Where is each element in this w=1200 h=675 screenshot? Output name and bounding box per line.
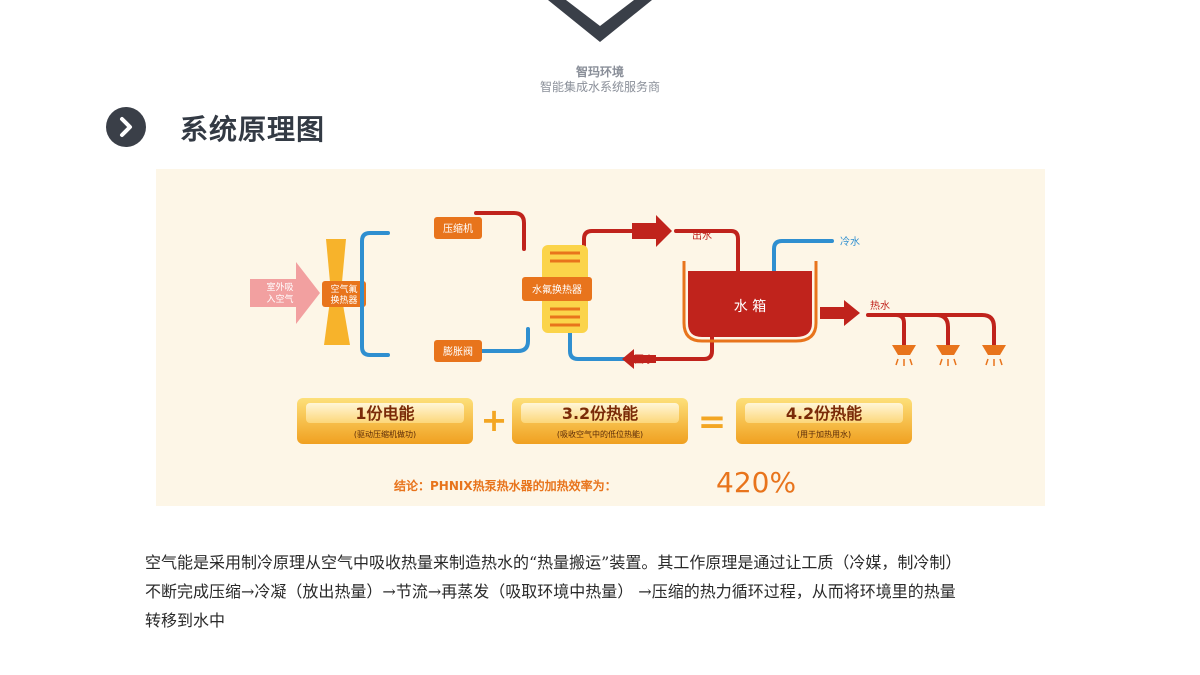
equals-sign: = <box>698 402 727 442</box>
pipe-blue-return <box>568 307 628 361</box>
pipe-hot-branch-3 <box>934 313 996 347</box>
equation-term-air-heat: 3.2份热能 (吸收空气中的低位热能) <box>512 398 688 444</box>
compressor-label: 压缩机 <box>443 222 473 235</box>
chevron-right-icon <box>106 107 146 147</box>
expansion-valve-box <box>434 340 482 362</box>
pipe-red-top <box>474 211 526 251</box>
pipe-red-tank-in <box>674 229 740 281</box>
conclusion-value: 420% <box>716 466 796 499</box>
term3-sub: (用于加热用水) <box>797 429 851 439</box>
hot-water-label: 热水 <box>870 299 890 312</box>
pipe-blue-cold <box>772 239 834 275</box>
description-text: 空气能是采用制冷原理从空气中吸收热量来制造热水的“热量搬运”装置。其工作原理是通… <box>145 548 1060 635</box>
term3-title: 4.2份热能 <box>786 404 862 423</box>
term1-title: 1份电能 <box>355 404 414 423</box>
cold-water-label: 冷水 <box>840 235 860 248</box>
term2-sub: (吸收空气中的低位热能) <box>557 429 643 439</box>
term1-sub: (驱动压缩机做功) <box>354 429 416 439</box>
description-line-2: 不断完成压缩→冷凝（放出热量）→节流→再蒸发（吸取环境中热量） →压缩的热力循环… <box>145 582 956 601</box>
hot-water-arrow <box>820 300 860 326</box>
water-tank: 水 箱 <box>682 261 818 343</box>
description-line-1: 空气能是采用制冷原理从空气中吸收热量来制造热水的“热量搬运”装置。其工作原理是通… <box>145 553 962 572</box>
equation-term-electric: 1份电能 (驱动压缩机做功) <box>297 398 473 444</box>
page-title: 系统原理图 <box>180 113 326 146</box>
conclusion-label: 结论：PHNIX热泵热水器的加热效率为： <box>394 478 617 493</box>
return-water-arrow <box>622 349 656 369</box>
air-exchanger-label-1: 空气氟 <box>330 283 357 295</box>
outdoor-air-arrow: 室外吸 入空气 <box>250 262 320 324</box>
water-exchanger: 水氟换热器 <box>522 245 592 333</box>
term2-title: 3.2份热能 <box>562 404 638 423</box>
system-diagram: 室外吸 入空气 空气氟 换热器 压缩机 膨胀阀 <box>156 169 1045 506</box>
water-out-arrow <box>632 215 672 247</box>
water-exchanger-label: 水氟换热器 <box>532 283 582 296</box>
brand-tagline: 智能集成水系统服务商 <box>539 80 660 94</box>
chevron-down-icon <box>548 0 652 42</box>
plus-sign: + <box>481 401 508 439</box>
return-water-label: 回水 <box>634 354 654 366</box>
outdoor-air-label-2: 入空气 <box>266 293 293 305</box>
air-exchanger-label-2: 换热器 <box>330 294 357 306</box>
equation-term-total-heat: 4.2份热能 (用于加热用水) <box>736 398 912 444</box>
pipe-blue-bottom <box>474 327 530 353</box>
water-tank-label: 水 箱 <box>734 299 766 315</box>
shower-head-icon <box>892 345 1006 366</box>
pipe-blue-return-tank <box>654 327 714 361</box>
brand-header: 智玛环境 智能集成水系统服务商 <box>0 64 1200 95</box>
brand-name: 智玛环境 <box>575 65 624 79</box>
expansion-valve-label: 膨胀阀 <box>443 345 473 358</box>
pipe-blue-left <box>360 231 390 357</box>
compressor-box <box>434 217 482 239</box>
air-exchanger-box <box>322 281 366 307</box>
pipe-hot-branch-1 <box>866 313 906 347</box>
outdoor-air-label-1: 室外吸 <box>266 281 293 293</box>
water-out-label: 出水 <box>692 229 712 242</box>
description-line-3: 转移到水中 <box>145 611 226 630</box>
